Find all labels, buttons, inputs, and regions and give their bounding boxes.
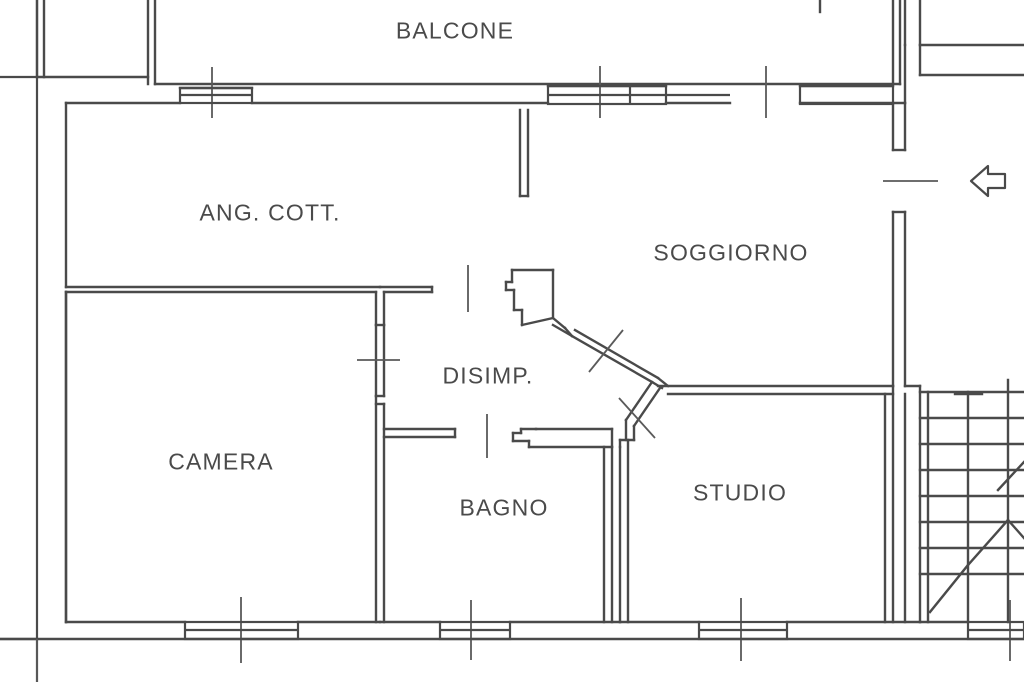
ang-cott-walls: [64, 108, 530, 327]
room-label-ang-cott: ANG. COTT.: [199, 199, 341, 226]
bagno-walls: [382, 427, 614, 624]
room-label-disimp: DISIMP.: [442, 362, 534, 389]
staircase-group: [918, 378, 1024, 624]
entrance-arrow-icon: [969, 164, 1007, 198]
room-label-balcone: BALCONE: [395, 17, 515, 44]
room-label-camera: CAMERA: [168, 448, 274, 475]
disimp-angled-walls: [504, 268, 670, 449]
room-label-bagno: BAGNO: [459, 494, 549, 521]
room-label-soggiorno: SOGGIORNO: [653, 239, 809, 266]
window-symbols: [178, 84, 1024, 641]
door-mark-studio: [618, 397, 656, 439]
room-label-studio: STUDIO: [692, 479, 788, 506]
studio-walls: [618, 384, 895, 624]
door-mark-soggiorno: [588, 329, 624, 373]
balcone-outline: [35, 0, 902, 86]
top-left-block: [35, 0, 46, 79]
soggiorno-walls: [891, 101, 922, 624]
